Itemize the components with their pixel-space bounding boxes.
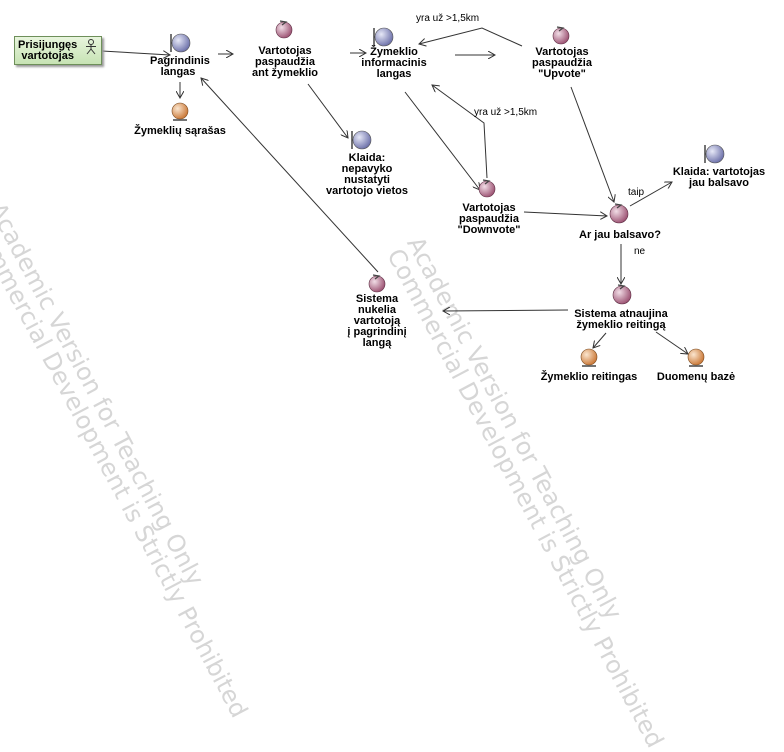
edge-arbalsavo-klaida — [629, 182, 672, 207]
stick-figure-icon — [86, 39, 96, 55]
edge-atnaujina-nukelia — [443, 310, 569, 311]
edge-label-taip: taip — [628, 187, 645, 198]
node-label-reitingas[interactable]: Žymeklio reitingas — [540, 371, 638, 383]
edge-info-downvote — [404, 91, 480, 190]
edge-label-yra-uz-mid: yra už >1,5km — [474, 107, 538, 118]
control-icon[interactable] — [552, 26, 570, 45]
edge-downvote-arbalsavo — [523, 211, 607, 216]
entity-icon[interactable] — [687, 348, 705, 367]
entity-icon[interactable] — [580, 348, 598, 367]
edge-atnaujina-db — [655, 331, 688, 354]
robustness-diagram — [101, 20, 725, 367]
boundary-icon[interactable] — [351, 130, 372, 150]
control-icon[interactable] — [612, 284, 632, 305]
edge-actor-pagrindinis — [101, 50, 170, 55]
edge-label-yra-uz-top: yra už >1,5km — [416, 13, 480, 24]
control-icon[interactable] — [368, 274, 386, 293]
node-label-duomenu-baze[interactable]: Duomenų bazė — [656, 371, 736, 383]
node-label-zymekliu-sarasas[interactable]: Žymeklių sąrašas — [134, 125, 226, 137]
edge-label-ne: ne — [634, 246, 646, 257]
entity-icon[interactable] — [171, 102, 189, 121]
edge-downvote-info-mid — [432, 85, 488, 179]
edge-upvote-arbalsavo — [570, 86, 614, 202]
edge-paspaudzia-klaida — [307, 83, 348, 138]
edge-nukelia-pagrindinis — [201, 78, 379, 273]
boundary-icon[interactable] — [704, 144, 725, 164]
edge-upvote-info-top — [419, 27, 523, 46]
boundary-icon[interactable] — [170, 33, 191, 53]
control-icon[interactable] — [275, 20, 293, 39]
node-label-ar-balsavo[interactable]: Ar jau balsavo? — [579, 229, 661, 241]
control-icon[interactable] — [609, 203, 629, 224]
edge-atnaujina-reitingas — [593, 332, 607, 348]
boundary-icon[interactable] — [373, 27, 394, 47]
control-icon[interactable] — [478, 179, 496, 198]
